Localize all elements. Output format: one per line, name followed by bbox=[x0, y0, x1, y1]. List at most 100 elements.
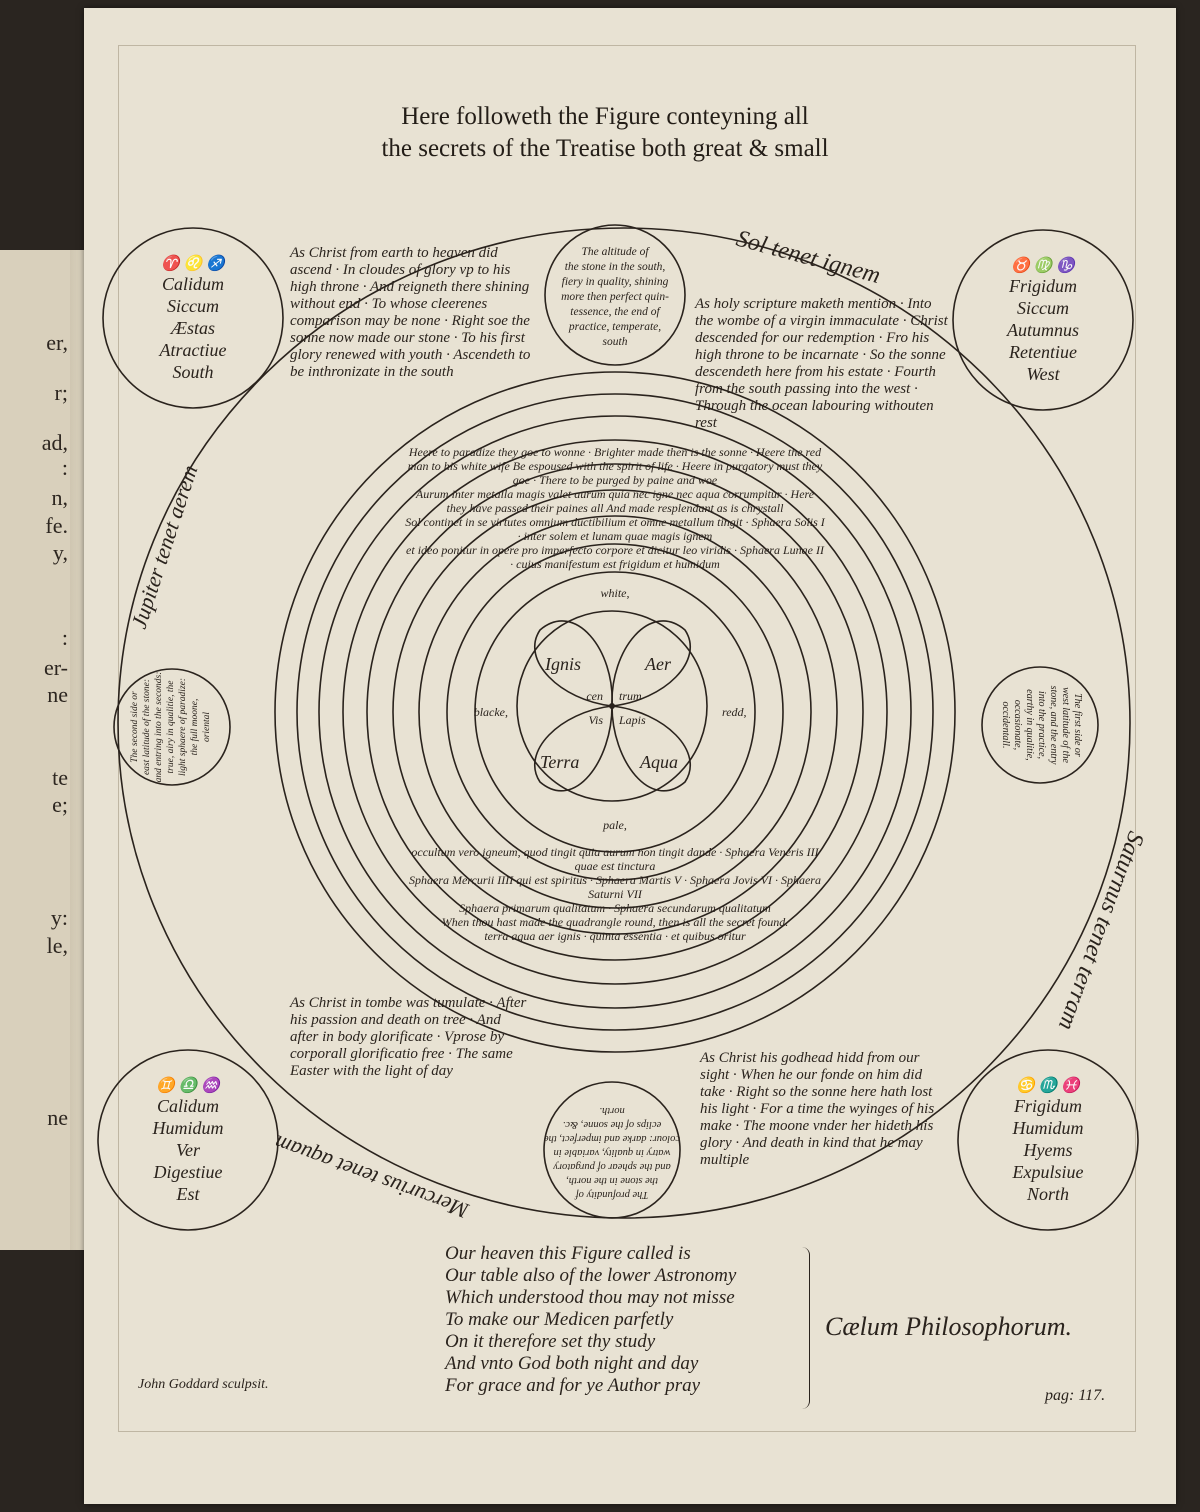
zodiac-signs: ♉ ♍ ♑ bbox=[1011, 256, 1078, 274]
ring-text: Aurum inter metalla magis valet aurum qu… bbox=[415, 487, 815, 515]
circle-text: watry in quality, variable in bbox=[554, 1147, 671, 1158]
petal-aqua bbox=[611, 705, 691, 792]
ring-band-lower: occultum vero igneum, quod tingit quia a… bbox=[405, 845, 825, 943]
ring bbox=[366, 463, 864, 961]
poem-line: For grace and for ye Author pray bbox=[445, 1375, 701, 1396]
page-number: pag: 117. bbox=[1045, 1387, 1106, 1404]
poem-line: On it therefore set thy study bbox=[445, 1331, 656, 1352]
brace bbox=[795, 1247, 810, 1409]
engraved-plate-page bbox=[84, 8, 1176, 1504]
title-line-1: Here followeth the Figure conteyning all bbox=[401, 103, 809, 130]
quality-text: Siccum bbox=[1017, 298, 1069, 318]
verse-bottom-right: As Christ his godhead hidd from our sigh… bbox=[700, 1050, 935, 1168]
zodiac-signs: ♋ ♏ ♓ bbox=[1016, 1076, 1083, 1094]
adjacent-book-page: er, r; ad, : n, fe. y, : er- ne te e; y:… bbox=[0, 250, 82, 1250]
zodiac-signs: ♊ ♎ ♒ bbox=[156, 1076, 223, 1094]
book-fragment: er, bbox=[46, 330, 68, 355]
book-fragment: ne bbox=[47, 1105, 68, 1130]
direction-text: Est bbox=[175, 1184, 200, 1204]
book-fragment: ad, bbox=[41, 430, 68, 455]
virtue-text: Digestiue bbox=[153, 1162, 223, 1182]
circle-text: and the sphear of purgatory bbox=[553, 1161, 671, 1172]
center-point bbox=[609, 703, 615, 709]
book-fragment: er- bbox=[44, 655, 68, 680]
engraver-signature: John Goddard sculpsit. bbox=[138, 1377, 269, 1392]
circle-text: into the practice, bbox=[1036, 691, 1047, 759]
circle-text: the stone in the north, bbox=[566, 1175, 658, 1186]
ring-text: When thou hast made the quadrangle round… bbox=[441, 915, 789, 929]
corner-circle-top-right: ♉ ♍ ♑ Frigidum Siccum Autumnus Retentiue… bbox=[952, 229, 1134, 411]
direction-text: South bbox=[172, 362, 213, 382]
petal-aer bbox=[611, 620, 691, 707]
element-aqua: Aqua bbox=[639, 752, 678, 772]
corner-circle-top-left: ♈ ♌ ♐ Calidum Siccum Æstas Atractiue Sou… bbox=[102, 227, 284, 409]
small-circle-left: The second side or east latitude of the … bbox=[113, 668, 231, 786]
ring-text: terra aqua aer ignis · quinta essentia ·… bbox=[484, 929, 746, 943]
book-fragment: : bbox=[61, 625, 68, 650]
circle-text: west latitude of the bbox=[1060, 687, 1071, 763]
small-circle-bottom: The profundity of the stone in the north… bbox=[543, 1081, 681, 1219]
quality-text: Siccum bbox=[167, 296, 219, 316]
circle-text: The second side or bbox=[130, 691, 140, 763]
circle-text: east latitude of the stone: bbox=[141, 679, 152, 775]
color-black: blacke, bbox=[474, 705, 508, 719]
color-red: redd, bbox=[722, 705, 747, 719]
ring-text: Sol continet in se virtutes omnium ducti… bbox=[405, 515, 825, 543]
poem: Our heaven this Figure called is Our tab… bbox=[445, 1243, 736, 1397]
petal-terra bbox=[534, 705, 613, 792]
poem-line: To make our Medicen parfetly bbox=[445, 1309, 674, 1330]
circle-text: true, airy in qualitie, the bbox=[166, 681, 176, 774]
book-fragment: r; bbox=[54, 380, 68, 405]
circle-text: the stone in the south, bbox=[565, 261, 666, 273]
ring bbox=[274, 371, 956, 1053]
circle-text: earthy in qualitie, bbox=[1024, 689, 1035, 760]
caelum-philosophorum: Cælum Philosophorum. bbox=[825, 1312, 1073, 1341]
circle-text: light sphaere of paradize: bbox=[177, 678, 188, 776]
circle-text: oriental bbox=[202, 712, 212, 742]
label-mercurius: Mercurius tenet aquam bbox=[271, 1130, 473, 1224]
concentric-rings bbox=[274, 371, 956, 1053]
virtue-text: Atractiue bbox=[159, 340, 227, 360]
verse-top-right: As holy scripture maketh mention · Into … bbox=[695, 296, 948, 431]
ring-band-upper: Heere to paradize they goe to wonne · Br… bbox=[405, 445, 825, 571]
ring-text: et ideo ponitur in opere pro imperfecto … bbox=[406, 543, 824, 571]
ring-text: Sphaera primarum qualitatum · Sphaera se… bbox=[459, 901, 771, 915]
quality-text: Calidum bbox=[162, 274, 224, 294]
center-circle bbox=[516, 610, 708, 802]
poem-line: Our heaven this Figure called is bbox=[445, 1243, 691, 1264]
corner-circle-bottom-left: ♊ ♎ ♒ Calidum Humidum Ver Digestiue Est bbox=[97, 1049, 279, 1231]
quality-text: Frigidum bbox=[1013, 1096, 1082, 1116]
circle-text: The profundity of bbox=[574, 1189, 649, 1200]
virtue-text: Retentiue bbox=[1008, 342, 1077, 362]
zodiac-signs: ♈ ♌ ♐ bbox=[161, 254, 228, 272]
circle-text: occidentall. bbox=[1000, 702, 1011, 749]
circle-text: fiery in quality, shining bbox=[562, 276, 669, 288]
poem-line: Which understood thou may not misse bbox=[445, 1287, 735, 1308]
ring-text: Sphaera Mercurii IIII qui est spiritus ·… bbox=[409, 873, 821, 901]
circle-text: practice, temperate, bbox=[568, 321, 661, 333]
book-fragment: : bbox=[61, 455, 68, 480]
circle-text: tessence, the end of bbox=[570, 306, 661, 318]
direction-text: West bbox=[1026, 364, 1060, 384]
ring bbox=[418, 515, 812, 909]
element-terra: Terra bbox=[540, 752, 579, 772]
color-pale: pale, bbox=[602, 818, 627, 832]
label-vis: Vis bbox=[589, 713, 604, 727]
book-fragment: e; bbox=[52, 792, 68, 817]
virtue-text: Expulsiue bbox=[1012, 1162, 1084, 1182]
verse-top-left: As Christ from earth to heaven did ascen… bbox=[290, 245, 531, 380]
label-jupiter: Jupiter tenet aerem bbox=[126, 462, 202, 632]
quality-text: Frigidum bbox=[1008, 276, 1077, 296]
label-trum: trum bbox=[619, 689, 642, 703]
corner-circle-bottom-right: ♋ ♏ ♓ Frigidum Humidum Hyems Expulsiue N… bbox=[957, 1049, 1139, 1231]
circle-text: occasionate, bbox=[1012, 700, 1023, 750]
book-fragment: y, bbox=[52, 540, 68, 565]
circle-text: colour: darke and imperfect, the bbox=[544, 1133, 681, 1144]
book-fragment: n, bbox=[51, 485, 69, 510]
label-sol: Sol tenet ignem bbox=[733, 226, 883, 289]
color-white: white, bbox=[601, 586, 630, 600]
ring-text: occultum vero igneum, quod tingit quia a… bbox=[411, 845, 819, 873]
verse-bottom-left: As Christ in tombe was tumulate · After … bbox=[290, 995, 527, 1079]
small-circle-top: The altitude of the stone in the south, … bbox=[544, 224, 686, 366]
